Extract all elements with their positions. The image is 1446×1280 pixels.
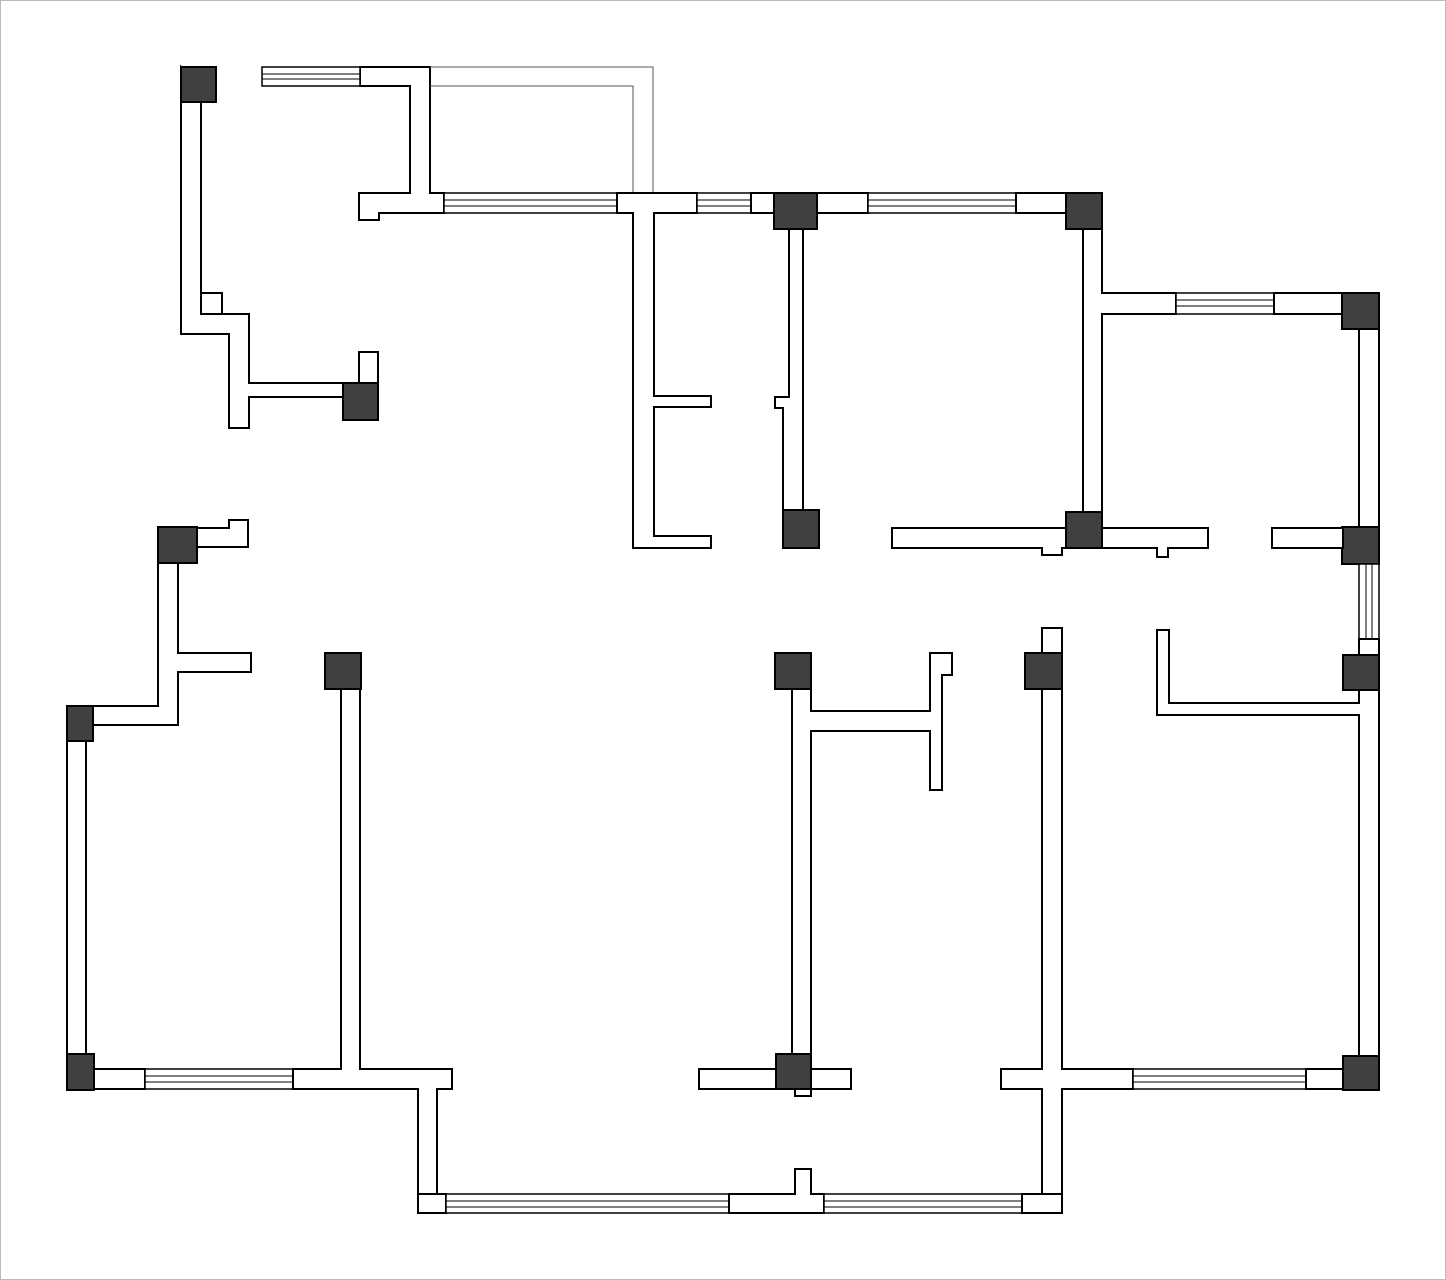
window-right-side xyxy=(1358,563,1380,640)
window-bottom-living-2 xyxy=(823,1193,1023,1214)
wall-bathroom-partition xyxy=(774,227,804,513)
wall-top-left-right xyxy=(358,66,445,221)
wall-kitchen-partition xyxy=(616,192,712,549)
window-top-left xyxy=(261,66,361,87)
wall-left-outer xyxy=(66,740,87,1056)
column xyxy=(1065,192,1103,230)
wall-bottom-mid-partition xyxy=(698,1068,777,1090)
column xyxy=(775,1053,812,1090)
window-bottom-left xyxy=(144,1068,294,1090)
column xyxy=(66,1053,95,1091)
column xyxy=(773,192,818,230)
wall-bottom-center-pier xyxy=(728,1168,825,1214)
wall-bottom-mid-stub xyxy=(794,1088,812,1097)
window-top-3 xyxy=(867,192,1017,214)
wall-right-side-small xyxy=(1358,638,1380,657)
wall-right-top-end xyxy=(1273,292,1344,315)
wall-bottom-left-corner xyxy=(417,1193,447,1214)
balcony-outline xyxy=(430,66,654,193)
column xyxy=(1342,1055,1380,1091)
column xyxy=(1341,526,1380,565)
wall-top-small xyxy=(750,192,776,214)
wall-corridor-right xyxy=(1101,527,1209,558)
column xyxy=(342,382,379,421)
column xyxy=(1341,292,1380,330)
wall-right-outer-upper xyxy=(1358,328,1380,529)
wall-bottom-mid-partition-right xyxy=(810,1068,852,1090)
window-bottom-right xyxy=(1132,1068,1307,1090)
wall-top-mid xyxy=(816,192,869,214)
column xyxy=(782,509,820,549)
window-top-2 xyxy=(696,192,752,214)
wall-mid-right-corridor xyxy=(891,527,1068,556)
wall-bottom-right-end xyxy=(1305,1068,1344,1090)
column xyxy=(324,652,362,690)
window-right-top xyxy=(1175,292,1275,315)
window-bottom-living-1 xyxy=(445,1193,730,1214)
wall-top-left-stub xyxy=(358,351,379,384)
column xyxy=(1024,652,1063,690)
top-left-room xyxy=(180,64,445,429)
wall-right-lower-left xyxy=(1000,627,1134,1214)
column xyxy=(1342,654,1380,691)
column xyxy=(180,66,217,103)
wall-left-bedroom-right xyxy=(292,688,453,1196)
column xyxy=(774,652,812,690)
wall-top-left-room-side xyxy=(180,64,345,429)
wall-left-upper xyxy=(92,544,252,726)
wall-right-lower-bedroom xyxy=(1156,629,1380,1057)
wall-left-upper-stub xyxy=(196,519,249,548)
wall-bottom-left-start xyxy=(93,1068,146,1090)
wall-bottom-right-corner xyxy=(1021,1193,1063,1214)
wall-middle-partition xyxy=(791,652,953,1055)
column xyxy=(157,526,198,564)
wall-right-bedroom-left xyxy=(1082,228,1177,515)
window-top-1 xyxy=(443,192,618,214)
wall-right-stub xyxy=(1271,527,1344,549)
wall-top-left-notch xyxy=(200,292,223,315)
column xyxy=(66,705,94,742)
wall-top-right xyxy=(1015,192,1068,214)
column xyxy=(1065,511,1103,549)
